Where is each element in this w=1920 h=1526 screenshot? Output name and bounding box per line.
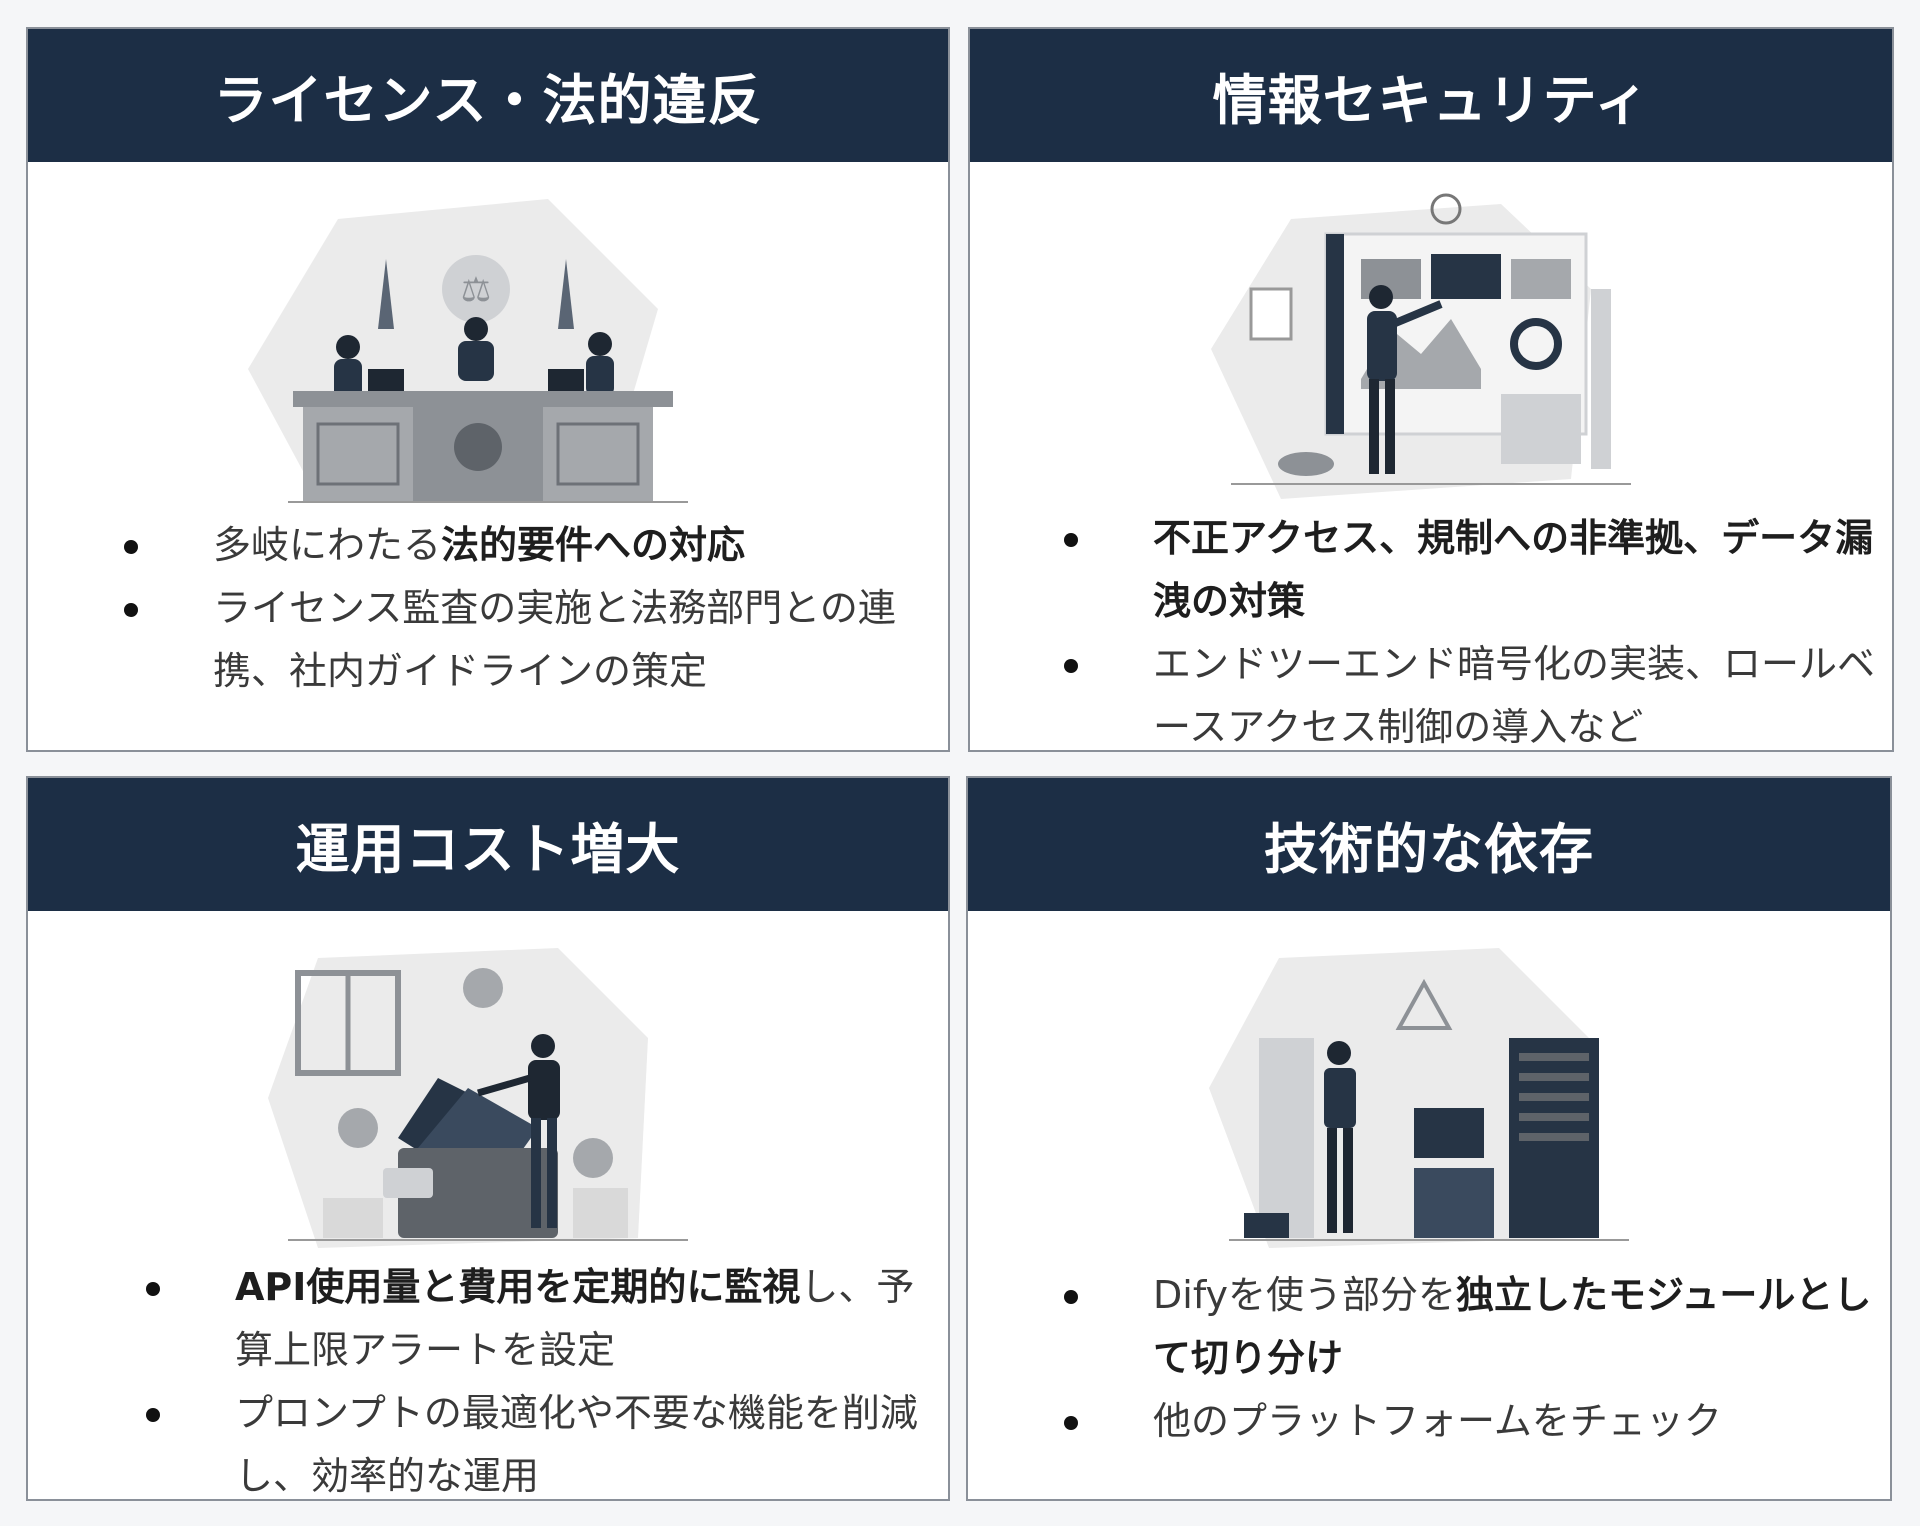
bullet-item: 不正アクセス、規制への非準拠、データ漏洩の対策 xyxy=(1058,507,1878,633)
courtroom-illustration: ⚖ xyxy=(248,199,688,503)
bullet-item: プロンプトの最適化や不要な機能を削減し、効率的な運用 xyxy=(140,1382,920,1499)
card-operation-cost: 運用コスト増大 API使用量と費用を定期的に監視し、予算上限アラートを設定 プロ… xyxy=(26,776,950,1501)
bullet-item: ライセンス監査の実施と法務部門との連携、社内ガイドラインの策定 xyxy=(118,577,898,703)
bullet-item: Difyを使う部分を独立したモジュールとして切り分け xyxy=(1058,1264,1878,1390)
bullet-list: 不正アクセス、規制への非準拠、データ漏洩の対策 エンドツーエンド暗号化の実装、ロ… xyxy=(1058,507,1878,750)
bullet-item: エンドツーエンド暗号化の実装、ロールベースアクセス制御の導入など xyxy=(1058,633,1878,750)
bullet-list: API使用量と費用を定期的に監視し、予算上限アラートを設定 プロンプトの最適化や… xyxy=(140,1256,920,1499)
card-title: ライセンス・法的違反 xyxy=(28,29,948,162)
bullet-list: Difyを使う部分を独立したモジュールとして切り分け 他のプラットフォームをチェ… xyxy=(1058,1264,1878,1453)
card-title: 情報セキュリティ xyxy=(970,29,1892,162)
card-license-legal: ライセンス・法的違反 ⚖ 多岐にわたる法的要件への対応 xyxy=(26,27,950,752)
card-title: 運用コスト増大 xyxy=(28,778,948,911)
bullet-item: API使用量と費用を定期的に監視し、予算上限アラートを設定 xyxy=(140,1256,920,1382)
bullet-item: 多岐にわたる法的要件への対応 xyxy=(118,514,898,577)
bullet-item: 他のプラットフォームをチェック xyxy=(1058,1390,1878,1453)
svg-text:⚖: ⚖ xyxy=(461,270,491,310)
server-dependency-illustration xyxy=(1209,948,1629,1248)
security-dashboard-illustration xyxy=(1211,193,1631,499)
bullet-list: 多岐にわたる法的要件への対応 ライセンス監査の実施と法務部門との連携、社内ガイド… xyxy=(118,514,898,703)
wallet-cost-illustration xyxy=(268,948,688,1248)
card-title: 技術的な依存 xyxy=(968,778,1890,911)
card-tech-dependency: 技術的な依存 Difyを使う部分を独立したモジュールとして切り分け 他のプラット… xyxy=(966,776,1892,1501)
card-info-security: 情報セキュリティ 不正アクセス、規制への非準拠、データ漏洩の対策 エンドツーエン xyxy=(968,27,1894,752)
